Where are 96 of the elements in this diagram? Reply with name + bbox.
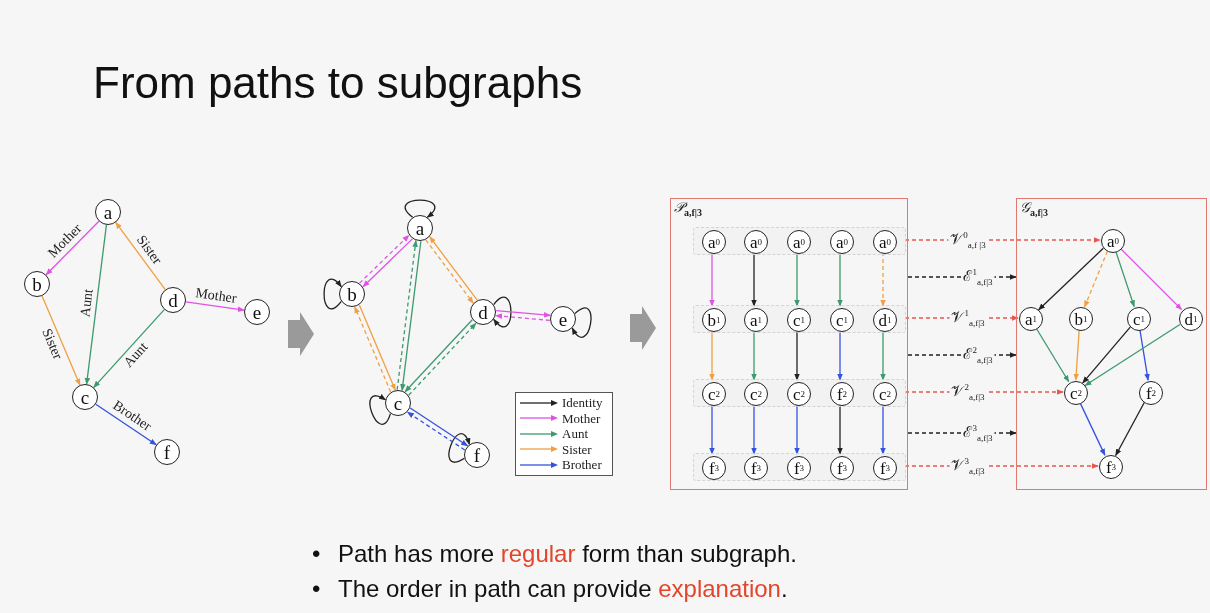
arrow	[41, 295, 81, 386]
arrow	[495, 313, 551, 321]
legend-label: Aunt	[562, 427, 588, 441]
graph-node: b	[339, 281, 365, 307]
legend-label: Identity	[562, 396, 603, 410]
arrow	[880, 329, 886, 381]
arrow	[404, 199, 436, 218]
edge-label: Mother	[194, 285, 239, 307]
row-band	[693, 227, 906, 255]
graph-node: c	[385, 390, 411, 416]
graph-node: c$^{1}$	[1127, 307, 1151, 331]
graph-node: e	[244, 299, 270, 325]
arrow	[323, 278, 342, 310]
graph-node: c$^{1}$	[787, 308, 811, 332]
graph-node: a$^{0}$	[702, 230, 726, 254]
arrow	[794, 251, 800, 307]
arrow	[448, 433, 471, 463]
graph-node: a$^{1}$	[1019, 307, 1043, 331]
bullet-text: The order in path can provide explanation.	[338, 574, 789, 604]
arrow	[84, 224, 108, 385]
graph-node: f$^{3}$	[1099, 455, 1123, 479]
arrow	[493, 296, 512, 328]
arrow	[1119, 247, 1183, 311]
graph-node: a$^{0}$	[830, 230, 854, 254]
graph-node: b$^{1}$	[702, 308, 726, 332]
graph-node: c$^{2}$	[787, 382, 811, 406]
graph-node: d	[160, 287, 186, 313]
arrow	[1038, 247, 1104, 311]
slide-title: From paths to subgraphs	[93, 58, 583, 108]
edge-label: Sister	[38, 325, 66, 364]
graph-node: d$^{1}$	[1179, 307, 1203, 331]
panel-title: 𝒢$_{a,f|3}$	[1020, 200, 1049, 218]
legend-label: Mother	[562, 411, 601, 425]
legend-label: Sister	[562, 442, 592, 456]
arrow	[1139, 329, 1150, 381]
graph-node: a$^{0}$	[787, 230, 811, 254]
bullet-marker: •	[312, 574, 322, 604]
graph-node: c$^{2}$	[1064, 381, 1088, 405]
graph-node: b$^{1}$	[1069, 307, 1093, 331]
graph-node: a$^{0}$	[873, 230, 897, 254]
graph-node: b	[24, 271, 50, 297]
graph-node: c$^{2}$	[873, 382, 897, 406]
graph-node: c$^{2}$	[702, 382, 726, 406]
arrow	[115, 221, 166, 291]
graph-node: f$^{3}$	[873, 456, 897, 480]
arrow	[571, 307, 592, 338]
arrow	[709, 329, 715, 381]
graph-node: a$^{0}$	[744, 230, 768, 254]
arrow	[1082, 326, 1131, 384]
graph-node: a$^{1}$	[744, 308, 768, 332]
arrow	[95, 403, 157, 446]
arrow	[45, 220, 100, 276]
graph-node: d	[470, 299, 496, 325]
arrow	[794, 329, 800, 381]
arrow	[880, 403, 886, 455]
arrow	[1084, 323, 1181, 387]
arrow	[369, 394, 392, 425]
arrow	[1079, 402, 1106, 456]
row-band	[693, 453, 906, 481]
bullet-text: Path has more regular form than subgraph.	[338, 539, 797, 569]
arrow	[185, 301, 245, 313]
graph-node: f	[464, 442, 490, 468]
edge-label: Aunt	[77, 287, 96, 320]
graph-node: f$^{3}$	[787, 456, 811, 480]
graph-node: a	[407, 215, 433, 241]
row-band	[693, 379, 906, 407]
graph-node: e	[550, 306, 576, 332]
arrow	[794, 403, 800, 455]
graph-node: f	[154, 439, 180, 465]
graph-node: f$^{3}$	[702, 456, 726, 480]
arrow	[1035, 327, 1070, 383]
graph-node: f$^{2}$	[1139, 381, 1163, 405]
arrow	[709, 251, 715, 307]
graph-node: c	[72, 384, 98, 410]
arrow	[880, 251, 886, 307]
graph-node: d$^{1}$	[873, 308, 897, 332]
row-band	[693, 305, 906, 333]
arrow	[93, 309, 165, 388]
panel-frame	[1016, 198, 1207, 490]
graph-node: f$^{3}$	[830, 456, 854, 480]
panel-title: 𝒫$_{a,f|3}$	[674, 200, 703, 218]
panel-frame	[670, 198, 908, 490]
arrow	[1115, 250, 1135, 308]
graph-node: a	[95, 199, 121, 225]
graph-node: f$^{3}$	[744, 456, 768, 480]
arrow	[1115, 401, 1145, 457]
legend-label: Brother	[562, 458, 602, 472]
graph-node: a$^{0}$	[1101, 229, 1125, 253]
graph-node: c$^{2}$	[744, 382, 768, 406]
arrow	[1073, 329, 1080, 381]
arrow	[709, 403, 715, 455]
graph-node: f$^{2}$	[830, 382, 854, 406]
arrow	[1083, 250, 1109, 308]
graph-node: c$^{1}$	[830, 308, 854, 332]
arrow	[495, 310, 551, 318]
bullet-marker: •	[312, 539, 322, 569]
